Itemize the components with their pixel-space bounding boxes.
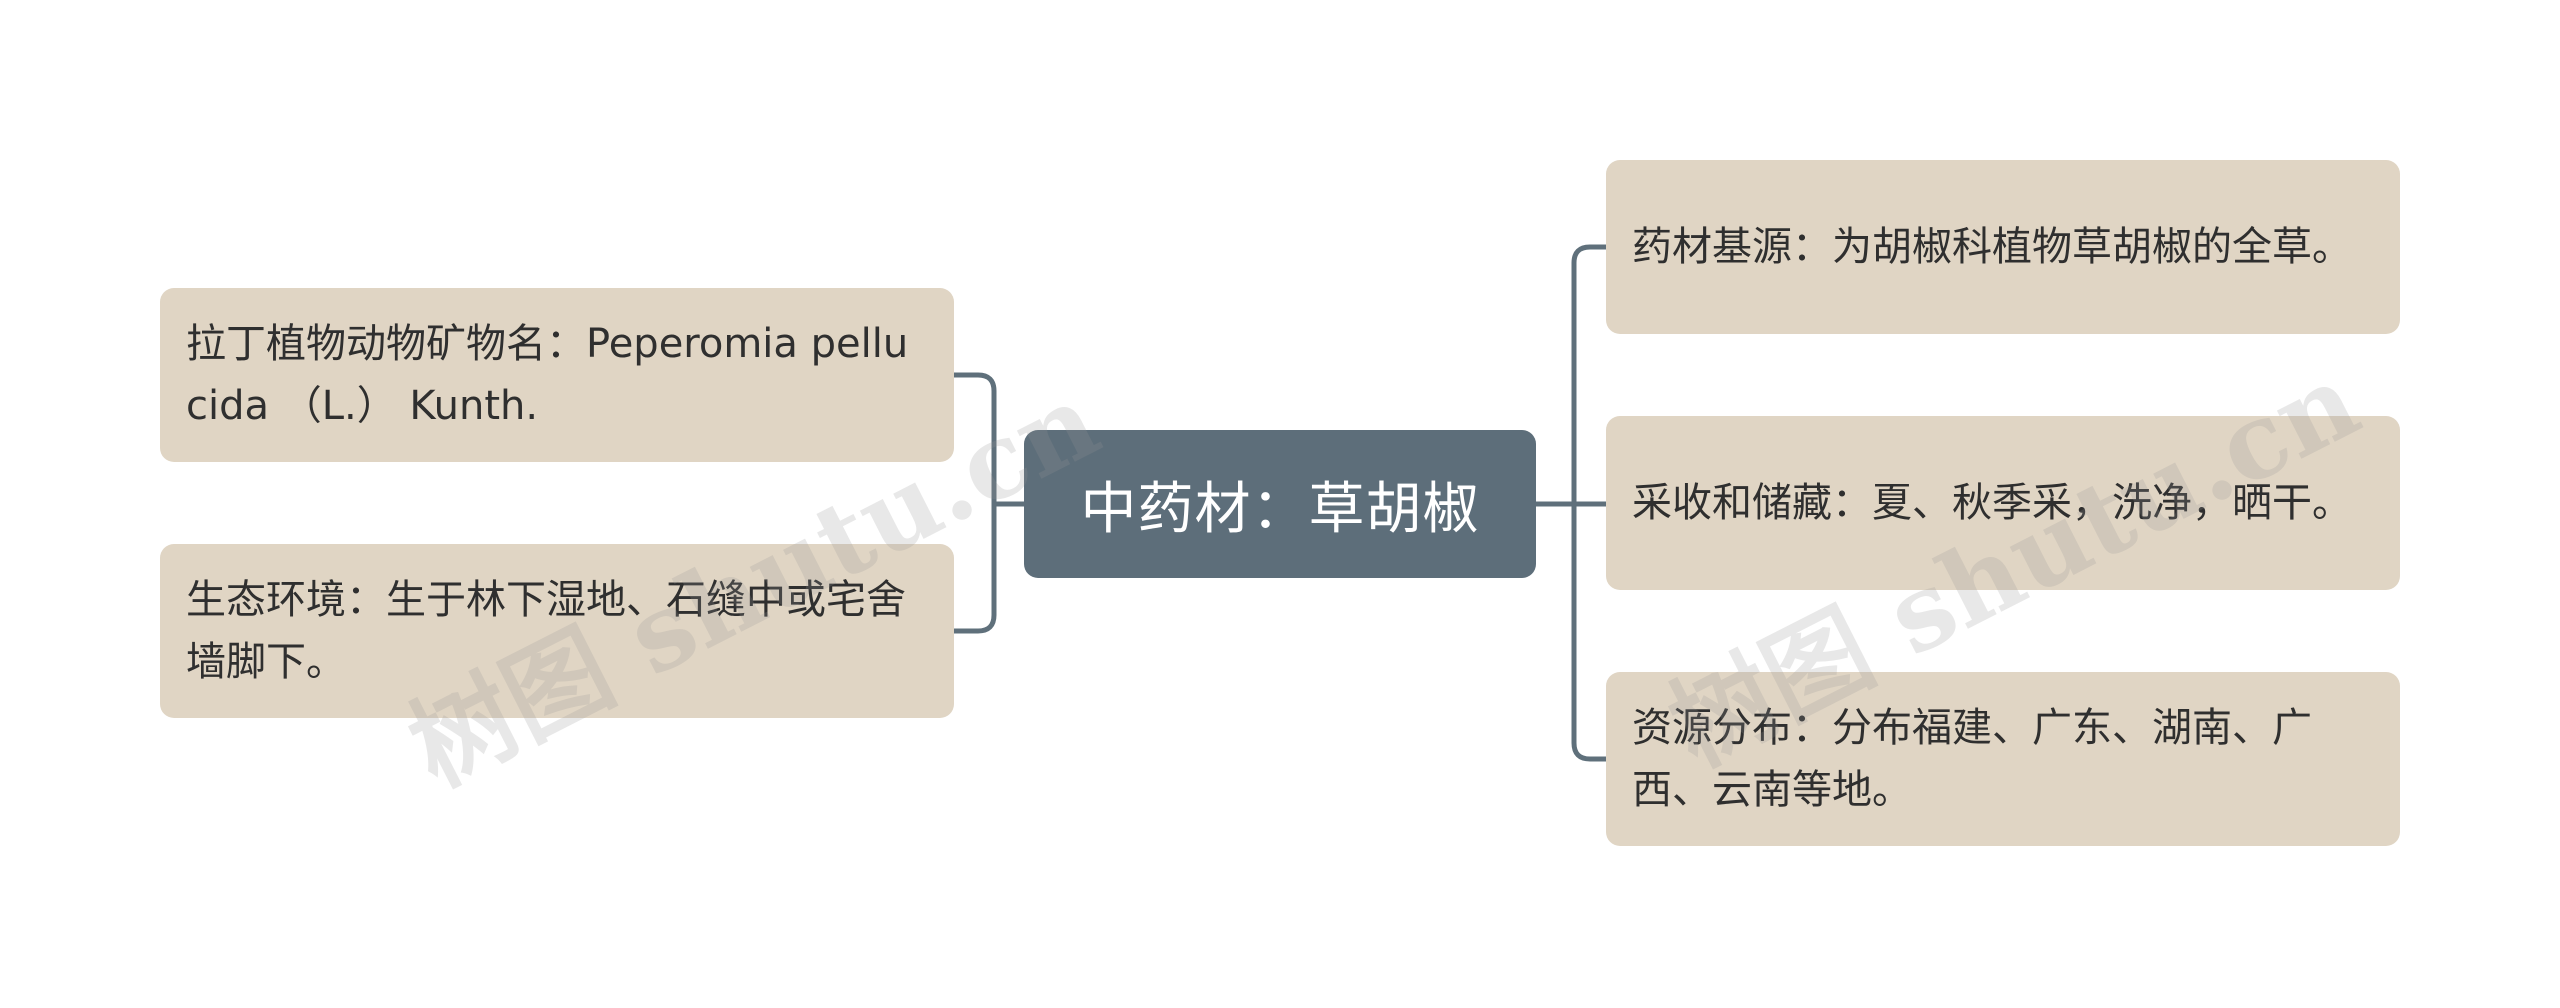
branch-label-latin-name: 拉丁植物动物矿物名：Peperomia pellucida （L.） Kunth… — [186, 321, 909, 429]
branch-node-distribution[interactable]: 资源分布：分布福建、广东、湖南、广西、云南等地。 — [1606, 672, 2400, 846]
branch-node-harvest[interactable]: 采收和储藏：夏、秋季采，洗净，晒干。 — [1606, 416, 2400, 590]
root-topic-node[interactable]: 中药材：草胡椒 — [1024, 430, 1536, 578]
root-topic-label: 中药材：草胡椒 — [1080, 476, 1480, 542]
branch-label-distribution: 资源分布：分布福建、广东、湖南、广西、云南等地。 — [1632, 705, 2312, 813]
branch-node-latin-name[interactable]: 拉丁植物动物矿物名：Peperomia pellucida （L.） Kunth… — [160, 288, 954, 462]
connector-left-trunk — [951, 372, 997, 634]
branch-label-source: 药材基源：为胡椒科植物草胡椒的全草。 — [1632, 224, 2352, 270]
branch-node-habitat[interactable]: 生态环境：生于林下湿地、石缝中或宅舍墙脚下。 — [160, 544, 954, 718]
branch-node-source[interactable]: 药材基源：为胡椒科植物草胡椒的全草。 — [1606, 160, 2400, 334]
branch-label-habitat: 生态环境：生于林下湿地、石缝中或宅舍墙脚下。 — [186, 577, 906, 685]
branch-label-harvest: 采收和储藏：夏、秋季采，洗净，晒干。 — [1632, 480, 2352, 526]
